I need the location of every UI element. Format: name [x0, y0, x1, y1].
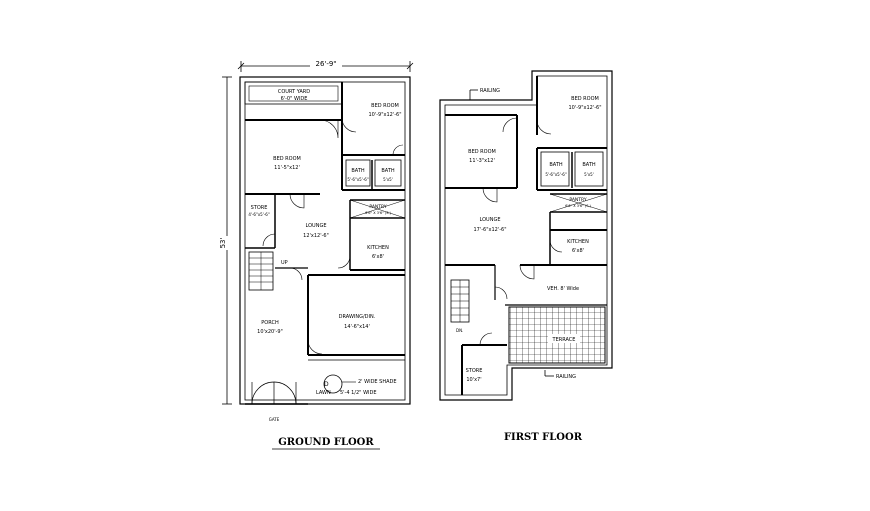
f-bed1-size: 10'-9"x12'-6"	[568, 105, 601, 111]
f-lounge-label: LOUNGE	[480, 217, 501, 223]
first-floor-plan: RAILING	[439, 70, 613, 443]
g-pantry-size: 6'6" X 3'6" (S.)	[365, 211, 391, 215]
first-stairs-dn-label: DN.	[456, 328, 463, 333]
f-bath2-label: BATH	[582, 162, 596, 168]
g-lounge-label: LOUNGE	[306, 223, 327, 229]
g-bed2-label: BED ROOM	[273, 156, 301, 162]
ground-width-dimension: 26'-9"	[315, 60, 336, 68]
ground-stairs: UP	[248, 251, 288, 291]
g-drawing-size: 14'-6"x14'	[344, 324, 370, 330]
ground-dimension-side: 53'	[218, 76, 232, 405]
g-pantry-label: PANTRY	[369, 204, 386, 210]
f-pantry-size: 6'6" X 3'6" (S.)	[565, 204, 591, 208]
g-porch-label: PORCH	[261, 320, 279, 326]
ground-floor-title: GROUND FLOOR	[278, 437, 374, 448]
g-porch-size: 10'x20'-9"	[257, 329, 283, 335]
lawn-mark: D	[324, 381, 329, 388]
first-railing-bottom-label: RAILING	[556, 374, 576, 380]
f-store-size: 10'x7'	[466, 377, 481, 383]
f-bed1-label: BED ROOM	[571, 96, 599, 102]
f-store-label: STORE	[466, 368, 483, 374]
f-kitchen-label: KITCHEN	[567, 239, 589, 245]
terrace-label: TERRACE	[552, 337, 576, 343]
g-kitchen-size: 6'x8'	[372, 254, 384, 260]
g-bath1-label: BATH	[351, 168, 365, 174]
f-pantry-label: PANTRY	[569, 197, 586, 203]
ground-length-dimension: 53'	[219, 238, 227, 249]
g-bath2-size: 5'x5'	[383, 177, 393, 182]
gate-label: GATE	[269, 417, 280, 422]
first-floor-title: FIRST FLOOR	[504, 432, 583, 443]
terrace-grid: TERRACE	[508, 306, 606, 364]
g-store-size: 4'-6"x5'-6"	[248, 212, 269, 217]
g-bed1-label: BED ROOM	[371, 103, 399, 109]
f-bath2-size: 5'x5'	[584, 172, 594, 177]
f-lounge-size: 17'-6"x12'-6"	[473, 227, 506, 233]
g-bed1-size: 10'-9"x12'-6"	[368, 112, 401, 118]
ground-gate: GATE	[245, 381, 308, 422]
f-veh-label: VEH. 8' Wide	[547, 286, 579, 292]
g-lawn-size: 5'-4 1/2" WIDE	[340, 390, 377, 396]
first-railing-top-label: RAILING	[480, 88, 500, 94]
g-kitchen-label: KITCHEN	[367, 245, 389, 251]
g-shade-label: 2' WIDE SHADE	[358, 379, 397, 385]
g-lounge-size: 12'x12'-6"	[303, 233, 329, 239]
f-bath1-size: 5'-6"x5'-6"	[545, 172, 566, 177]
f-bath1-label: BATH	[549, 162, 563, 168]
g-bath1-size: 5'-6"x5'-6"	[347, 177, 368, 182]
f-kitchen-size: 6'x8'	[572, 248, 584, 254]
f-bed2-label: BED ROOM	[468, 149, 496, 155]
f-bed2-size: 11'-3"x12'	[469, 158, 495, 164]
ground-dimension-top: 26'-9"	[237, 59, 414, 72]
ground-stairs-up-label: UP	[281, 260, 288, 266]
first-stairs: DN.	[450, 279, 470, 333]
ground-floor-plan: 26'-9" 53' COURT YARD 6'-0" WIDE	[218, 59, 414, 450]
g-bed2-size: 11'-5"x12'	[274, 165, 300, 171]
g-lawn-label: LAWN	[316, 390, 331, 396]
g-bath2-label: BATH	[381, 168, 395, 174]
court-yard-label: COURT YARD	[278, 89, 310, 95]
court-yard-size: 6'-0" WIDE	[281, 96, 308, 102]
g-drawing-label: DRAWING/DIN.	[339, 314, 376, 320]
g-store-label: STORE	[251, 205, 268, 211]
